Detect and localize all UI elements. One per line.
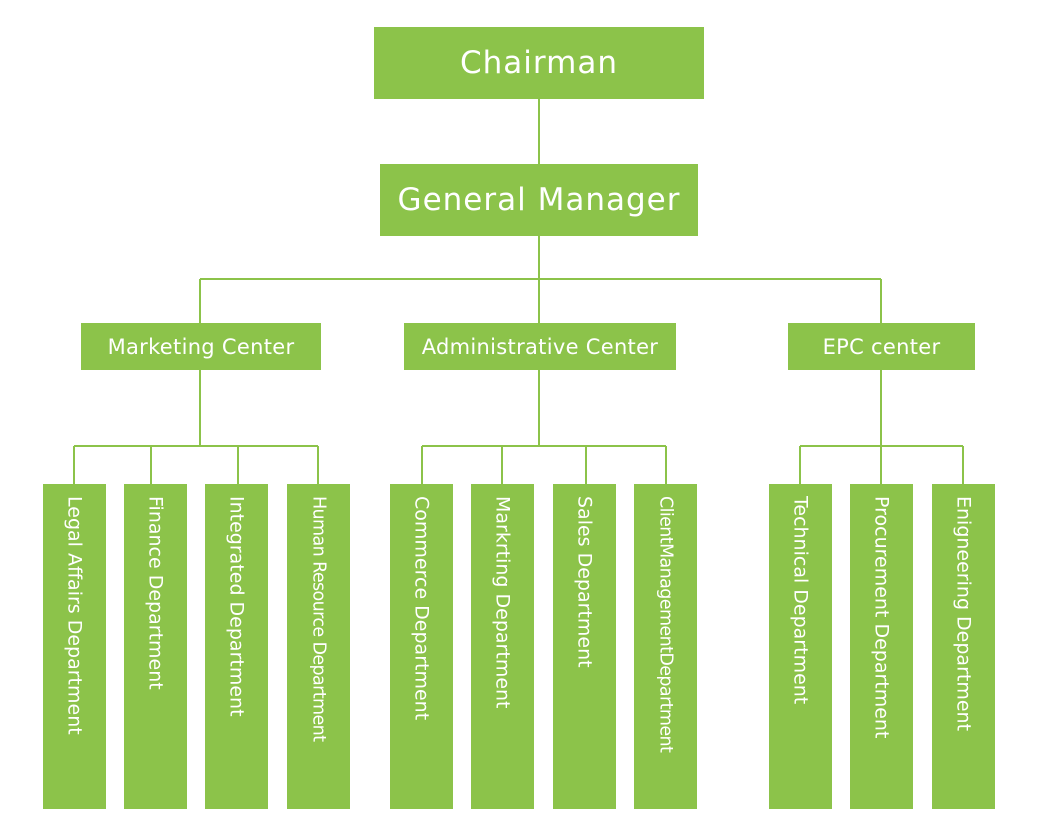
department-node: Sales Department [553,484,616,809]
department-label: Sales Department [573,496,596,668]
general-manager-node: General Manager [380,164,698,236]
chairman-label: Chairman [460,45,618,81]
department-node: Procurement Department [850,484,913,809]
department-label: Markrting Department [491,496,514,709]
marketing-center-label: Marketing Center [107,334,295,359]
department-label: Finance Department [144,496,167,690]
department-node: Legal Affairs Department [43,484,106,809]
epc-center-label: EPC center [822,334,941,359]
marketing-center-node: Marketing Center [81,323,321,370]
department-label: Procurement Department [870,496,893,739]
chairman-node: Chairman [374,27,704,99]
department-label: Integrated Department [225,496,248,717]
department-node: Enigneering Department [932,484,995,809]
department-label: Legal Affairs Department [63,496,86,735]
general-manager-label: General Manager [397,182,681,218]
department-node: Integrated Department [205,484,268,809]
department-label: ClientManagementDepartment [655,496,676,753]
department-label: Commerce Department [410,496,433,721]
department-label: Technical Department [789,496,812,705]
department-node: ClientManagementDepartment [634,484,697,809]
epc-center-node: EPC center [788,323,975,370]
department-node: Commerce Department [390,484,453,809]
administrative-center-node: Administrative Center [404,323,676,370]
department-node: Human Resource Department [287,484,350,809]
administrative-center-label: Administrative Center [421,334,659,359]
department-node: Markrting Department [471,484,534,809]
department-label: Human Resource Department [308,496,329,742]
department-label: Enigneering Department [952,496,975,732]
department-node: Finance Department [124,484,187,809]
department-node: Technical Department [769,484,832,809]
